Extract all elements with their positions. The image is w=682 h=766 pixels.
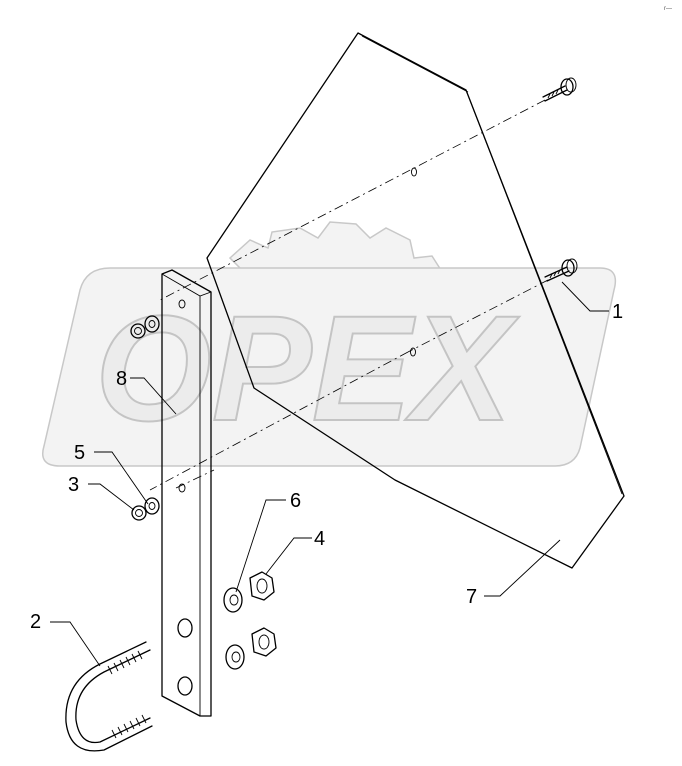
part-4-nut-upper (249, 571, 275, 601)
part-5-washer-lower (144, 497, 160, 515)
part-6-washer-lower (225, 644, 245, 670)
watermark-text: OPEX (95, 284, 520, 452)
part-1-bolt-lower (544, 258, 578, 282)
leader-2 (50, 621, 101, 667)
callout-6: 6 (290, 490, 301, 512)
callout-2: 2 (30, 611, 41, 633)
part-2-u-bolt (65, 641, 153, 752)
bar-hole-2 (178, 483, 186, 493)
bar-hole-1 (178, 299, 186, 309)
part-6-washer-upper (223, 587, 243, 613)
bar-hole-3 (177, 618, 193, 638)
assembly-axis-lines (149, 99, 549, 491)
plate-hole-lower (410, 347, 416, 357)
part-5-washer-upper (144, 315, 160, 333)
leader-3 (88, 483, 135, 511)
leader-7 (484, 539, 561, 597)
corner-mark: r— (664, 6, 672, 12)
part-3-nut-upper (130, 323, 146, 339)
bar-hole-4 (177, 676, 193, 696)
part-7-shield-plate (206, 32, 625, 569)
leader-4 (265, 537, 312, 575)
part-1-bolt-upper (542, 77, 577, 102)
callout-labels: 1 2 3 4 5 6 7 8 (30, 301, 623, 633)
callout-7: 7 (466, 586, 477, 608)
leader-8 (130, 377, 177, 415)
part-4-nut-lower (251, 627, 277, 657)
callout-5: 5 (74, 442, 85, 464)
callout-4: 4 (314, 528, 325, 550)
plate-hole-upper (411, 167, 417, 177)
leader-5 (94, 451, 149, 505)
callout-8: 8 (116, 368, 127, 390)
watermark-badge (42, 267, 617, 467)
callout-1: 1 (612, 301, 623, 323)
leader-1 (561, 281, 609, 312)
callout-3: 3 (68, 474, 79, 496)
leader-6 (235, 499, 286, 593)
part-3-nut-lower (131, 505, 147, 521)
part-8-bracket-bar (161, 269, 212, 717)
watermark-logo: OPEX (42, 221, 617, 467)
leader-lines (50, 281, 609, 667)
